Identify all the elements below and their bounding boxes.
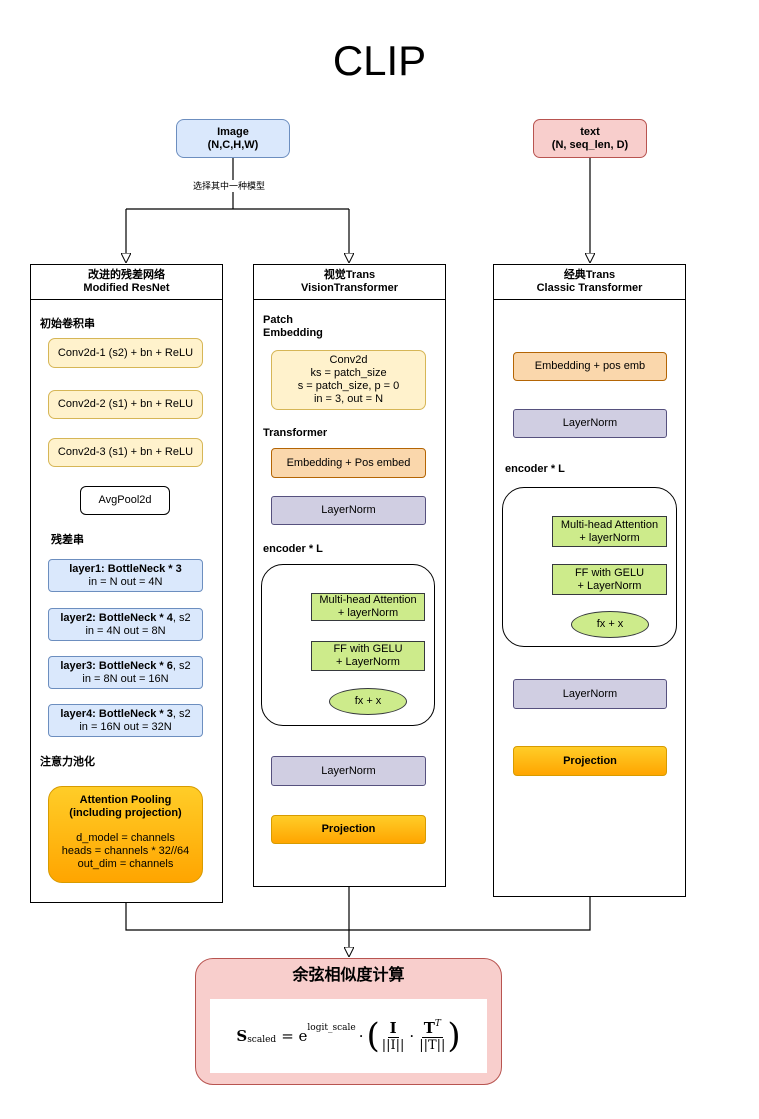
conv1-node: Conv2d-1 (s2) + bn + ReLU bbox=[48, 338, 203, 368]
vit-panel-title: 视觉Trans VisionTransformer bbox=[254, 265, 445, 300]
conv2-node: Conv2d-2 (s1) + bn + ReLU bbox=[48, 390, 203, 419]
vit-layernorm1-node: LayerNorm bbox=[271, 496, 426, 525]
text-ff-node: FF with GELU + LayerNorm bbox=[552, 564, 667, 595]
formula-dot2: · bbox=[409, 1027, 415, 1045]
vit-mha-node: Multi-head Attention + layerNorm bbox=[311, 593, 425, 621]
text-mha-line1: Multi-head Attention bbox=[560, 518, 659, 531]
text-panel-title: 经典Trans Classic Transformer bbox=[494, 265, 685, 300]
resnet-layer4-node: layer4: BottleNeck * 3, s2 in = 16N out … bbox=[48, 704, 203, 737]
avgpool-node: AvgPool2d bbox=[80, 486, 170, 515]
text-residual-node: fx + x bbox=[571, 611, 649, 638]
formula-T: T bbox=[423, 1019, 435, 1037]
text-input-label: text bbox=[580, 125, 600, 138]
text-ff-line2: + LayerNorm bbox=[577, 579, 642, 592]
vit-projection-node: Projection bbox=[271, 815, 426, 844]
formula-normT: ||T|| bbox=[419, 1038, 446, 1053]
vit-embedding-node: Embedding + Pos embed bbox=[271, 448, 426, 478]
vit-conv-line4: in = 3, out = N bbox=[313, 393, 384, 405]
text-input-node: text (N, seq_len, D) bbox=[533, 119, 647, 158]
vit-ff-node: FF with GELU + LayerNorm bbox=[311, 641, 425, 671]
text-ff-line1: FF with GELU bbox=[574, 566, 645, 579]
vit-layernorm2-node: LayerNorm bbox=[271, 756, 426, 786]
attn-line-1: d_model = channels bbox=[76, 832, 175, 844]
resnet-layer2-node: layer2: BottleNeck * 4, s2 in = 4N out =… bbox=[48, 608, 203, 641]
text-title-zh: 经典Trans bbox=[563, 269, 616, 281]
resnet-section-residual: 残差串 bbox=[51, 534, 84, 546]
formula-I: I bbox=[387, 1019, 399, 1038]
attn-line-3: out_dim = channels bbox=[77, 858, 174, 870]
formula-dot1: · bbox=[358, 1027, 364, 1045]
vit-ff-line1: FF with GELU bbox=[333, 643, 403, 655]
vit-conv-line3: s = patch_size, p = 0 bbox=[297, 380, 400, 392]
text-projection-node: Projection bbox=[513, 746, 667, 776]
resnet-section-stem: 初始卷积串 bbox=[40, 318, 95, 330]
layer2-suffix: , s2 bbox=[172, 611, 191, 624]
layer3-detail: in = 8N out = 16N bbox=[82, 672, 169, 685]
vit-conv-line1: Conv2d bbox=[329, 354, 368, 366]
attn-title-2: (including projection) bbox=[69, 807, 182, 819]
formula-sub: scaled bbox=[247, 1035, 277, 1045]
formula-eq: = e bbox=[281, 1027, 308, 1045]
layer2-name: layer2: BottleNeck * 4 bbox=[60, 611, 173, 624]
attn-line-2: heads = channels * 32//64 bbox=[61, 845, 190, 857]
text-embedding-node: Embedding + pos emb bbox=[513, 352, 667, 381]
text-mha-node: Multi-head Attention + layerNorm bbox=[552, 516, 667, 547]
layer4-suffix: , s2 bbox=[172, 707, 191, 720]
vit-encoder-label: encoder * L bbox=[263, 543, 323, 555]
text-encoder-frame bbox=[502, 487, 677, 647]
formula-normI: ||I|| bbox=[381, 1038, 405, 1053]
vit-title-en: VisionTransformer bbox=[301, 282, 398, 294]
vit-mha-line2: + layerNorm bbox=[337, 607, 399, 619]
vit-ff-line2: + LayerNorm bbox=[336, 656, 400, 668]
image-input-label: Image bbox=[217, 125, 249, 138]
text-input-shape: (N, seq_len, D) bbox=[551, 138, 629, 151]
text-title-en: Classic Transformer bbox=[536, 282, 643, 294]
resnet-layer1-node: layer1: BottleNeck * 3 in = N out = 4N bbox=[48, 559, 203, 592]
vit-section-transformer: Transformer bbox=[263, 427, 328, 439]
resnet-layer3-node: layer3: BottleNeck * 6, s2 in = 8N out =… bbox=[48, 656, 203, 689]
attention-pooling-node: Attention Pooling (including projection)… bbox=[48, 786, 203, 883]
vit-section-patch: Patch Embedding bbox=[263, 314, 323, 339]
vit-conv-line2: ks = patch_size bbox=[310, 367, 387, 379]
layer1-name: layer1: BottleNeck * 3 bbox=[69, 562, 182, 575]
formula-sup: logit_scale bbox=[307, 1023, 356, 1033]
layer4-detail: in = 16N out = 32N bbox=[79, 720, 172, 733]
layer2-detail: in = 4N out = 8N bbox=[85, 624, 166, 637]
text-layernorm1-node: LayerNorm bbox=[513, 409, 667, 438]
text-layernorm2-node: LayerNorm bbox=[513, 679, 667, 709]
vit-residual-node: fx + x bbox=[329, 688, 407, 715]
vit-title-zh: 视觉Trans bbox=[323, 269, 376, 281]
vit-conv-node: Conv2d ks = patch_size s = patch_size, p… bbox=[271, 350, 426, 410]
formula-Tsup: T bbox=[434, 1019, 441, 1029]
layer1-detail: in = N out = 4N bbox=[88, 575, 163, 588]
conv3-node: Conv2d-3 (s1) + bn + ReLU bbox=[48, 438, 203, 467]
resnet-section-attention: 注意力池化 bbox=[40, 756, 95, 768]
image-input-node: Image (N,C,H,W) bbox=[176, 119, 290, 158]
text-mha-line2: + layerNorm bbox=[579, 531, 640, 544]
text-encoder-label: encoder * L bbox=[505, 463, 565, 475]
image-input-shape: (N,C,H,W) bbox=[207, 138, 259, 151]
choose-model-label: 选择其中一种模型 bbox=[192, 180, 267, 192]
resnet-title-zh: 改进的残差网络 bbox=[88, 269, 165, 281]
layer4-name: layer4: BottleNeck * 3 bbox=[60, 707, 173, 720]
similarity-title: 余弦相似度计算 bbox=[292, 967, 405, 984]
vit-mha-line1: Multi-head Attention bbox=[319, 594, 417, 606]
formula-s: S bbox=[236, 1027, 248, 1045]
layer3-suffix: , s2 bbox=[172, 659, 191, 672]
vit-encoder-frame bbox=[261, 564, 435, 726]
page-title: CLIP bbox=[332, 37, 427, 84]
layer3-name: layer3: BottleNeck * 6 bbox=[60, 659, 173, 672]
attn-title-1: Attention Pooling bbox=[79, 794, 172, 806]
resnet-panel-title: 改进的残差网络 Modified ResNet bbox=[31, 265, 222, 300]
resnet-title-en: Modified ResNet bbox=[83, 282, 170, 294]
